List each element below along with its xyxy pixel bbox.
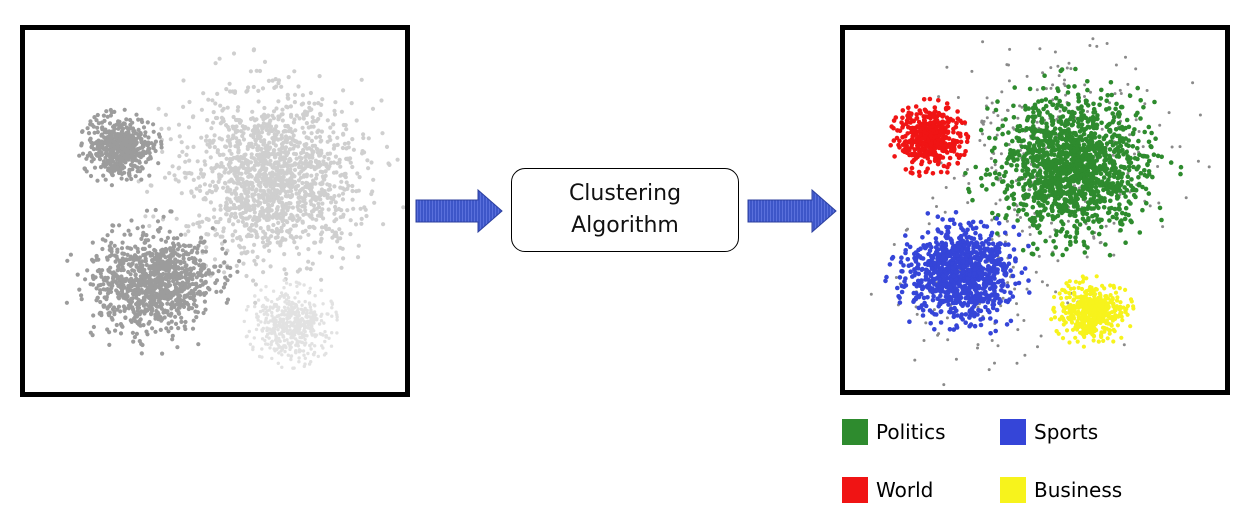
politics-swatch-icon xyxy=(842,419,868,445)
right-arrow-icon xyxy=(415,188,503,234)
legend-item-business: Business xyxy=(1000,476,1122,504)
legend-label-business: Business xyxy=(1034,478,1123,502)
sports-swatch-icon xyxy=(1000,419,1026,445)
world-swatch-icon xyxy=(842,477,868,503)
legend-item-politics: Politics xyxy=(842,418,946,446)
right-arrow-icon xyxy=(747,188,837,234)
unclustered-data-panel xyxy=(20,25,410,397)
legend-item-world: World xyxy=(842,476,933,504)
algorithm-box-line-1: Clustering xyxy=(568,181,682,206)
unclustered-scatter-plot xyxy=(64,47,405,370)
legend-item-sports: Sports xyxy=(1000,418,1098,446)
legend-label-world: World xyxy=(876,478,934,502)
clustered-data-panel xyxy=(840,25,1230,395)
clustered-scatter-plot xyxy=(869,37,1211,387)
algorithm-box-line-2: Algorithm xyxy=(571,213,679,238)
clustering-algorithm-box: Clustering Algorithm xyxy=(511,168,739,252)
business-swatch-icon xyxy=(1000,477,1026,503)
legend-label-sports: Sports xyxy=(1034,420,1099,444)
legend-label-politics: Politics xyxy=(876,420,946,444)
